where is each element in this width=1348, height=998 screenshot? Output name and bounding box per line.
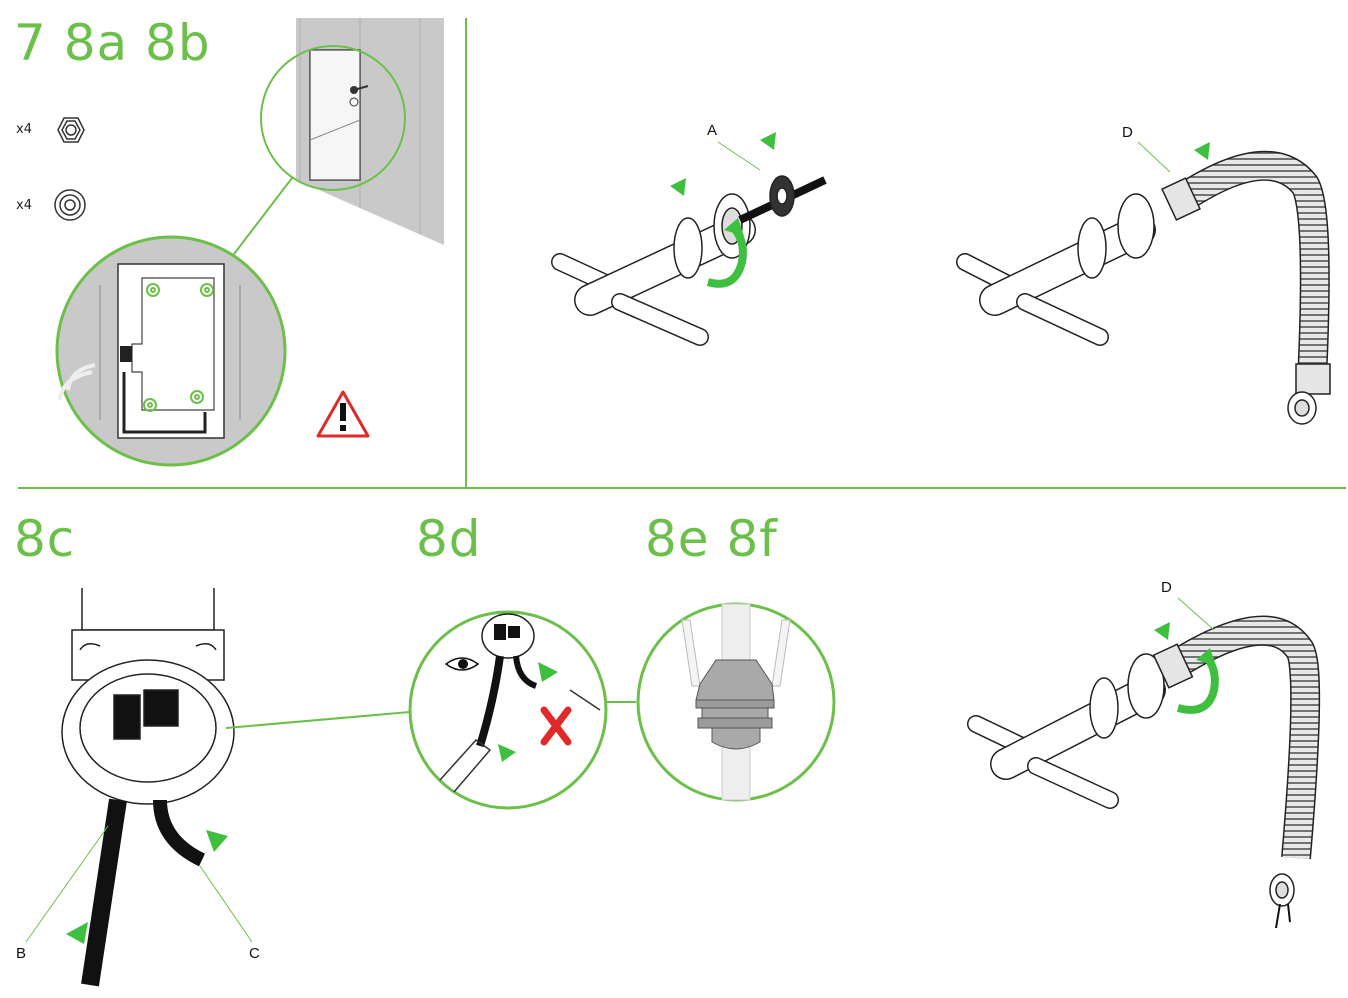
push-arrow-icon: [1154, 622, 1170, 640]
grommet-zoom-circle: [636, 602, 836, 802]
tap-assembly-with-hose: [956, 150, 1331, 425]
valve-body-illustration: [61, 588, 235, 987]
callout-c: C: [249, 945, 260, 962]
bracket-zoom-circle: [55, 235, 287, 467]
push-arrow-icon: [498, 662, 558, 762]
cable-cut-zoom-circle: [408, 610, 608, 810]
callout-d-top: D: [1122, 124, 1133, 141]
step-label-8d: 8d: [416, 510, 482, 568]
warning-icon: [316, 390, 370, 438]
callout-b: B: [16, 945, 27, 962]
step-label-7-8a-8b: 7 8a 8b: [14, 14, 211, 72]
tap-assembly-final: [967, 615, 1321, 929]
hex-nut-icon: [57, 117, 85, 143]
callout-d-bottom: D: [1161, 579, 1172, 596]
callout-a: A: [707, 122, 718, 139]
tap-assembly-step-7: [551, 175, 827, 346]
push-arrow-icon: [1194, 142, 1210, 160]
rotate-arrow-icon: [706, 218, 747, 288]
step-label-8c: 8c: [14, 510, 76, 568]
push-arrow-icon: [670, 132, 776, 196]
no-cut-x-icon: [540, 706, 572, 746]
panel-dividers: [18, 18, 1346, 489]
washer-quantity: x4: [16, 198, 32, 213]
step-label-8e-8f: 8e 8f: [645, 510, 778, 568]
push-arrow-icon: [66, 830, 228, 944]
wall-panel-illustration: [296, 18, 444, 246]
nut-quantity: x4: [16, 122, 32, 137]
zoom-circle-small: [260, 45, 406, 191]
rotate-arrow-icon: [1176, 648, 1219, 714]
washer-icon: [54, 189, 86, 221]
